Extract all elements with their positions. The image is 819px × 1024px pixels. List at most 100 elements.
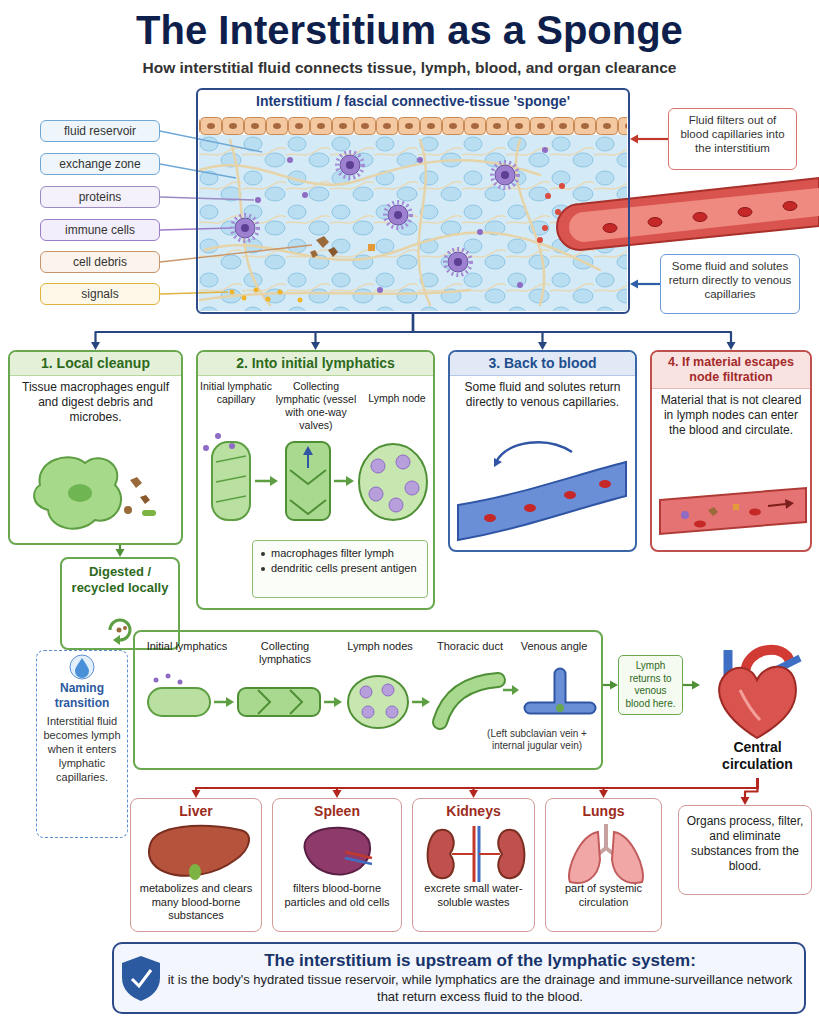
part-label: proteins <box>40 186 160 208</box>
node-text: Liver <box>131 799 261 820</box>
note-box: Naming transitionInterstitial fluid beco… <box>36 650 128 838</box>
node-text: filters blood-borne particles and old ce… <box>273 882 401 914</box>
macrophage <box>34 457 121 528</box>
macrophage <box>142 510 156 516</box>
arrowhead <box>333 790 342 798</box>
arrowhead <box>610 681 618 690</box>
bullet-box: macrophages filter lymphdendritic cells … <box>252 540 428 598</box>
vein <box>524 504 536 512</box>
spacer <box>546 820 661 882</box>
spleen <box>305 828 372 875</box>
part-label: cell debris <box>40 251 160 273</box>
water-drop-icon <box>75 658 89 678</box>
leader-line <box>160 245 312 262</box>
venous-angle <box>530 674 590 708</box>
cell-debris <box>310 236 375 258</box>
node-text: metabolizes and clears many blood-borne … <box>131 882 261 928</box>
vein <box>484 514 496 522</box>
lungs <box>569 824 643 883</box>
node-text: Tissue macrophages engulf and digest deb… <box>10 376 181 429</box>
pathway-arrow <box>214 701 226 704</box>
callout-box: Fluid filters out of blood capillaries i… <box>668 108 797 170</box>
immune-cell <box>346 161 354 169</box>
connector <box>91 314 413 350</box>
lungs <box>612 832 643 883</box>
pathway-arrow <box>412 701 422 704</box>
arrowhead <box>630 135 638 144</box>
leaking-fluid <box>555 209 561 215</box>
capillary <box>557 178 819 250</box>
spleen <box>305 828 371 875</box>
initial-lymphatic-capillary <box>203 445 209 451</box>
collecting-lymphatic <box>286 442 330 520</box>
artery <box>660 488 806 534</box>
node-text: Naming transition <box>37 681 127 711</box>
immune-cell <box>235 218 255 238</box>
result-box: Digested / recycled locally <box>60 557 180 650</box>
signal-dots <box>254 288 259 293</box>
arrowhead <box>116 549 125 557</box>
connector <box>311 314 413 350</box>
lymph-node <box>396 455 410 469</box>
node-text: Some fluid and solutes return directly t… <box>667 259 793 301</box>
kidneys <box>428 830 454 878</box>
heart <box>719 650 800 738</box>
collagen-fibers <box>516 140 544 305</box>
cell-debris <box>310 250 318 258</box>
kidneys <box>428 826 525 882</box>
capillary <box>557 178 819 250</box>
arrowhead <box>630 280 638 289</box>
venous-angle <box>530 674 590 712</box>
node-text: (Left subclavian vein + internal jugular… <box>475 728 599 752</box>
connector <box>469 778 758 798</box>
summary-ground <box>113 943 805 1013</box>
tissue-sponge <box>199 117 627 135</box>
node-text: Interstitial fluid becomes lymph when it… <box>37 711 127 790</box>
organ-box: Liver metabolizes and clears many blood-b… <box>130 798 262 932</box>
node-text: macrophages filter lymph <box>271 547 421 560</box>
vein <box>496 442 572 462</box>
spleen <box>345 858 372 864</box>
spacer <box>413 820 534 882</box>
artery <box>708 507 718 516</box>
organ-box: Kidneysexcrete small water-soluble waste… <box>412 798 535 932</box>
node-text: part of systemic circulation <box>546 882 661 914</box>
arrowhead <box>599 790 608 798</box>
pathway-lymph-node <box>386 706 398 718</box>
lymph-node <box>389 498 403 512</box>
immune-cell <box>385 202 411 228</box>
protein-dots <box>302 192 308 198</box>
connector-line <box>604 778 758 791</box>
organ-box: Lungspart of systemic circulation <box>545 798 662 932</box>
protein-dots <box>255 197 261 203</box>
flow-arrow <box>255 480 270 483</box>
step-panel: 2. Into initial lymphaticsmacrophages fi… <box>196 350 435 610</box>
process-box: Lymph returns to venous blood here. <box>618 655 683 715</box>
node-text: The interstitium is upstream of the lymp… <box>166 950 794 971</box>
leader-line <box>160 131 262 152</box>
pathway-lymph-node <box>382 684 394 696</box>
capillary <box>738 208 752 217</box>
immune-cell <box>388 205 408 225</box>
immune-cell <box>445 249 471 275</box>
text-label: Initial lymphatic capillary <box>200 380 272 406</box>
pathway-arrow <box>226 697 234 707</box>
node-text: Initial lymphatics <box>143 640 231 653</box>
heart <box>719 667 796 738</box>
node-text: Spleen <box>273 799 401 820</box>
recycle-icon <box>117 628 122 633</box>
part-label: exchange zone <box>40 153 160 175</box>
summary-box: The interstitium is upstream of the lymp… <box>112 942 806 1014</box>
thoracic-duct <box>440 680 498 722</box>
connector <box>599 778 758 798</box>
lymph-node <box>369 487 383 501</box>
connector-line <box>413 314 543 343</box>
water-drop-icon <box>70 655 94 679</box>
immune-cell <box>232 152 518 275</box>
pathway-lymph-node <box>362 706 374 718</box>
node-text: Lymph returns to venous blood here. <box>619 656 682 714</box>
connector-line <box>316 314 414 343</box>
leader-line <box>160 164 236 178</box>
